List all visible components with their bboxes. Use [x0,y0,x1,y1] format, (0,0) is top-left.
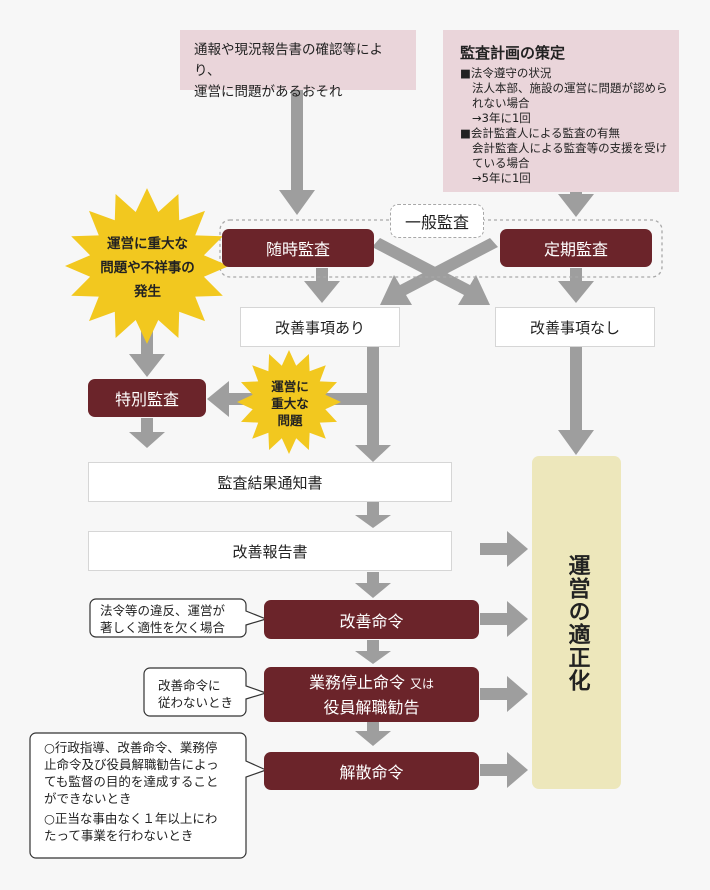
arrow-order-to-result [480,601,528,637]
special-audit-node[interactable]: 特別監査 [88,379,206,417]
arrow-adhoc-to-yes [304,268,340,303]
officer-dismissal-label: 役員解職勧告 [323,697,420,717]
callout-line: ができないとき [44,791,132,806]
proper-operation-node[interactable]: 運営の適正化 [532,456,621,789]
audit-plan-box: 監査計画の策定 ■法令遵守の状況 法人本部、施設の運営に問題が認めら れない場合… [443,30,679,192]
arrow-regular-to-yes [380,238,498,305]
arrow-dissolution-to-result [480,752,528,788]
plan-section-2-frequency: →5年に1回 [472,171,531,185]
arrow-order-to-suspension [355,640,391,664]
callout-line: 従わないとき [158,695,234,710]
arrow-special-to-notice [129,418,165,448]
callout-suspension-order: 改善命令に 従わないとき [158,677,248,711]
suspension-order-node[interactable]: 業務停止命令 又は 役員解職勧告 [264,667,479,722]
starburst-big-line: 問題や不祥事の [100,260,195,276]
arrow-suspension-to-result [480,676,528,712]
starburst-small-line: 運営に [271,379,309,394]
plan-section-2-line: 会計監査人による監査等の支援を受け [472,141,668,155]
callout-line: ○行政指導、改善命令、業務停 [44,740,218,755]
trigger-line-2: 運営に問題があるおそれ [194,84,343,100]
callout-dissolution-order: ○行政指導、改善命令、業務停 止命令及び役員解職勧告によっ ても監督の目的を達成… [44,739,249,844]
starburst-big-label: 運営に重大な 問題や不祥事の 発生 [70,232,225,304]
starburst-small-shape [237,350,341,454]
audit-plan-title: 監査計画の策定 [460,44,566,62]
improvement-yes-node[interactable]: 改善事項あり [240,307,400,347]
ad-hoc-audit-node[interactable]: 随時監査 [222,229,374,267]
plan-section-1-line: れない場合 [472,96,530,110]
plan-section-1-line: 法人本部、施設の運営に問題が認めら [472,81,668,95]
plan-section-2-line: ている場合 [472,156,530,170]
regular-audit-node[interactable]: 定期監査 [500,229,652,267]
callout-improvement-order: 法令等の違反、運営が 著しく適性を欠く場合 [100,602,245,636]
callout-line: 改善命令に [158,678,221,693]
trigger-line-1: 通報や現況報告書の確認等により、 [194,42,383,79]
callout-line: たって事業を行わないとき [44,828,194,843]
arrow-plan-to-regular [558,192,594,217]
callout-line: ○正当な事由なく１年以上にわ [44,811,218,826]
starburst-big-line: 発生 [134,284,161,300]
arrow-report-to-result [480,531,528,567]
arrow-report-to-order [355,572,391,598]
starburst-big-shape [65,188,229,344]
callout-bubble-dissolution-order [29,732,268,859]
starburst-big-line: 運営に重大な [107,236,188,252]
starburst-small-label: 運営に 重大な 問題 [250,378,330,429]
general-audit-label: 一般監査 [390,204,484,238]
improvement-no-node[interactable]: 改善事項なし [495,307,655,347]
audit-result-notice-node[interactable]: 監査結果通知書 [88,462,452,502]
improvement-report-node[interactable]: 改善報告書 [88,531,452,571]
proper-operation-label: 運営の適正化 [564,553,590,692]
dissolution-order-node[interactable]: 解散命令 [264,752,479,790]
plan-section-1-heading: ■法令遵守の状況 [460,66,552,80]
suspension-order-label: 業務停止命令 [308,672,405,692]
arrow-no-to-result [558,346,594,455]
trigger-box: 通報や現況報告書の確認等により、 運営に問題があるおそれ [180,30,416,100]
starburst-small-line: 重大な [271,396,309,411]
callout-line: 法令等の違反、運営が [100,603,226,618]
callout-line: 止命令及び役員解職勧告によっ [44,757,219,772]
arrow-notice-to-report [355,502,391,528]
arrow-suspension-to-dissolution [355,722,391,746]
arrow-regular-to-no [558,268,594,303]
plan-section-2-heading: ■会計監査人による監査の有無 [460,126,621,140]
callout-bubble-suspension-order [143,667,268,717]
arrow-trigger-to-adhoc [279,90,315,215]
improvement-order-node[interactable]: 改善命令 [264,600,479,639]
callout-line: ても監督の目的を達成すること [44,774,219,789]
callout-bubble-improvement-order [89,598,268,638]
suspension-order-or: 又は [410,676,435,691]
starburst-small-line: 問題 [277,413,303,428]
plan-section-1-frequency: →3年に1回 [472,111,531,125]
callout-line: 著しく適性を欠く場合 [100,620,226,635]
